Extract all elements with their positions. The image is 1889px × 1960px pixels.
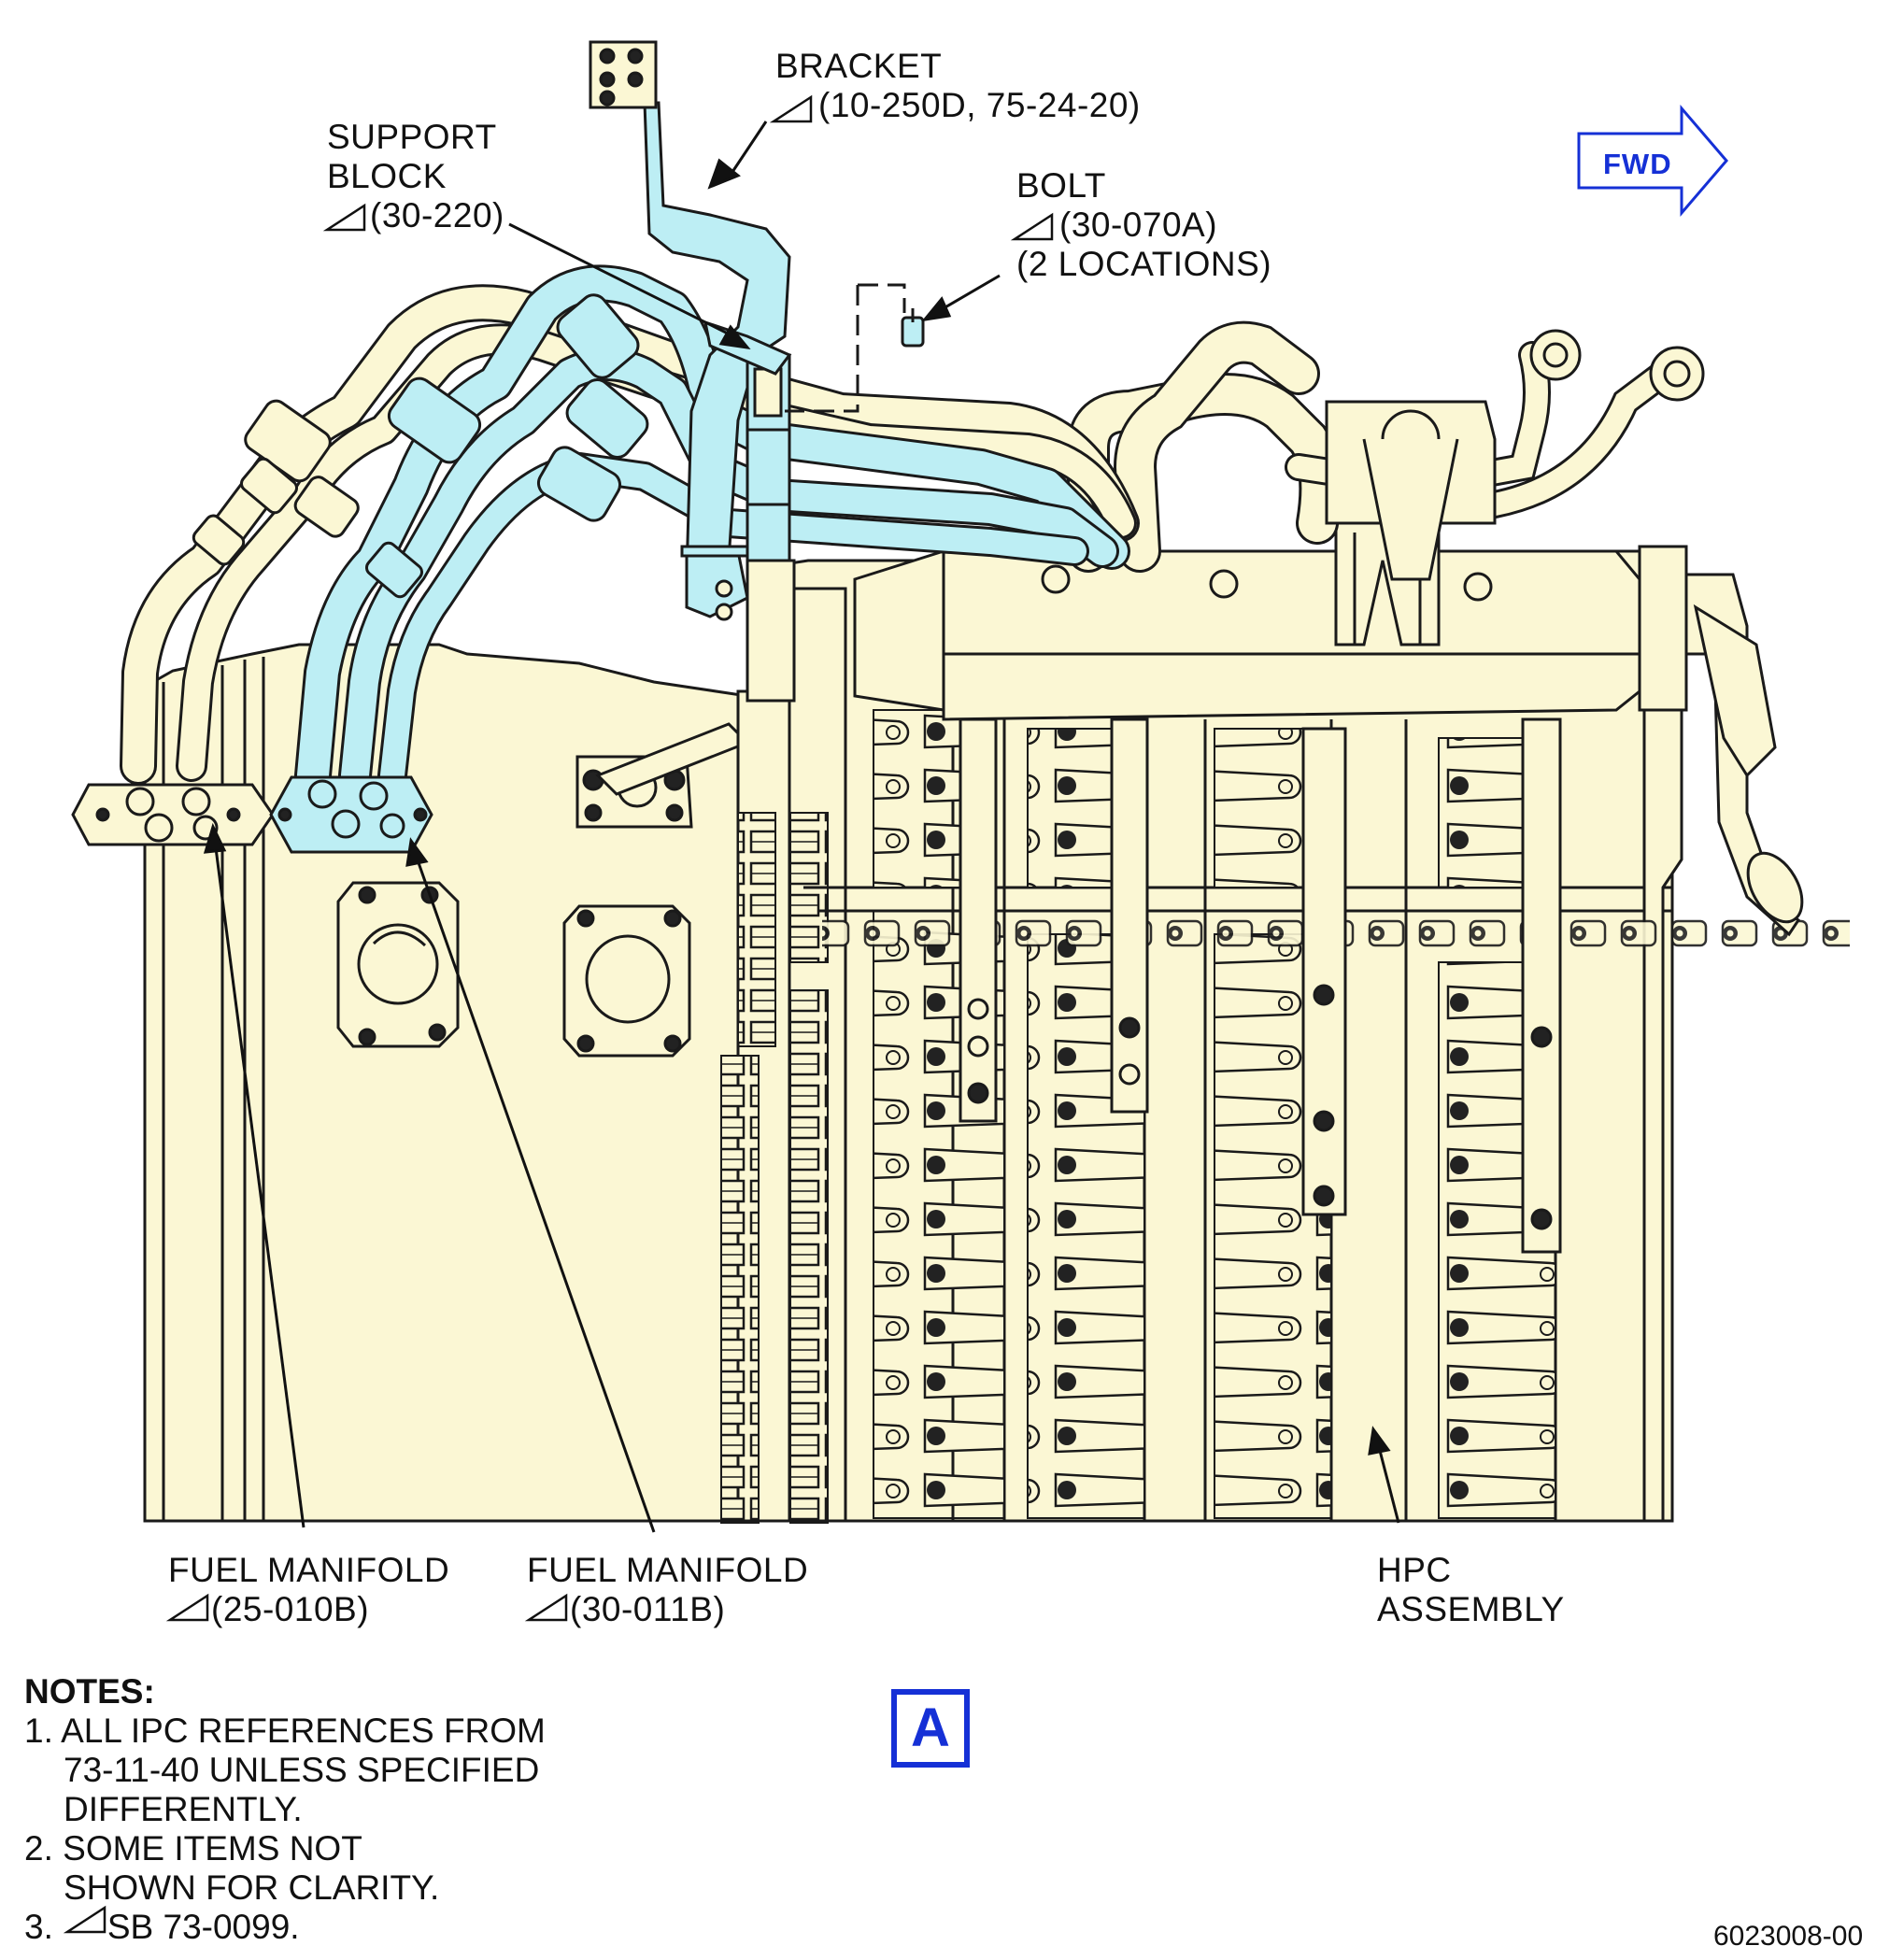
bolt-ref: (30-070A) bbox=[1059, 206, 1218, 244]
fuel-manifold-2-label: FUEL MANIFOLD (30-011B) bbox=[527, 1551, 808, 1629]
note-1-line-3: DIFFERENTLY. bbox=[64, 1790, 303, 1828]
support-block-ref: (30-220) bbox=[370, 196, 504, 234]
blue-fittings bbox=[269, 293, 649, 854]
yellow-tubes-right bbox=[1067, 320, 1677, 573]
note-1-line-1: 1. ALL IPC REFERENCES FROM bbox=[24, 1711, 546, 1750]
bolt-label: BOLT (30-070A) (2 LOCATIONS) bbox=[1016, 166, 1271, 284]
hpc-title-1: HPC bbox=[1377, 1551, 1452, 1589]
view-a-label: A bbox=[891, 1689, 970, 1768]
support-block-label: SUPPORT BLOCK (30-220) bbox=[327, 118, 504, 235]
fuel-manifold-25-010b bbox=[120, 284, 1140, 785]
bolt-phantom-line bbox=[785, 283, 906, 413]
hpc-assembly-label: HPC ASSEMBLY bbox=[1377, 1551, 1565, 1629]
revision-deltas bbox=[63, 94, 1054, 1934]
note-2-line-2: SHOWN FOR CLARITY. bbox=[64, 1868, 440, 1907]
note-2-line-1: 2. SOME ITEMS NOT bbox=[24, 1829, 362, 1868]
bracket-title: BRACKET bbox=[775, 47, 943, 85]
fwd-arrow-icon bbox=[1577, 104, 1728, 218]
note-3-ref: SB 73-0099. bbox=[107, 1908, 300, 1946]
fuel-manifold-1-label: FUEL MANIFOLD (25-010B) bbox=[168, 1551, 449, 1629]
bolt-title: BOLT bbox=[1016, 166, 1106, 205]
fitting-nuts-right bbox=[1325, 329, 1705, 581]
actuation-links bbox=[959, 717, 1562, 1254]
fuel-manifold-1-title: FUEL MANIFOLD bbox=[168, 1551, 450, 1589]
bolt-30-070a bbox=[901, 308, 925, 348]
note-1-line-2: 73-11-40 UNLESS SPECIFIED bbox=[64, 1751, 540, 1789]
support-block-title-1: SUPPORT bbox=[327, 118, 497, 156]
notes-block: NOTES: 1. ALL IPC REFERENCES FROM 73-11-… bbox=[24, 1672, 546, 1947]
notes-heading: NOTES: bbox=[24, 1672, 155, 1711]
fuel-manifold-1-ref: (25-010B) bbox=[211, 1590, 370, 1628]
support-block-title-2: BLOCK bbox=[327, 157, 447, 195]
note-3-number: 3. bbox=[24, 1908, 53, 1946]
bracket-ref: (10-250D, 75-24-20) bbox=[818, 86, 1141, 124]
fuel-manifold-2-title: FUEL MANIFOLD bbox=[527, 1551, 809, 1589]
yellow-fittings bbox=[71, 399, 360, 846]
bracket-10-250d bbox=[589, 40, 796, 703]
fwd-label: FWD bbox=[1603, 148, 1672, 180]
hpc-title-2: ASSEMBLY bbox=[1377, 1590, 1565, 1628]
bracket-label: BRACKET (10-250D, 75-24-20) bbox=[775, 47, 1141, 125]
bolt-locations: (2 LOCATIONS) bbox=[1016, 245, 1272, 283]
actuator-beam bbox=[853, 521, 1804, 937]
leader-lines bbox=[203, 121, 1400, 1533]
fuel-manifold-2-ref: (30-011B) bbox=[570, 1590, 726, 1628]
document-number: 6023008-00 bbox=[1713, 1921, 1864, 1952]
note-3: 3. SB 73-0099. bbox=[24, 1908, 546, 1947]
